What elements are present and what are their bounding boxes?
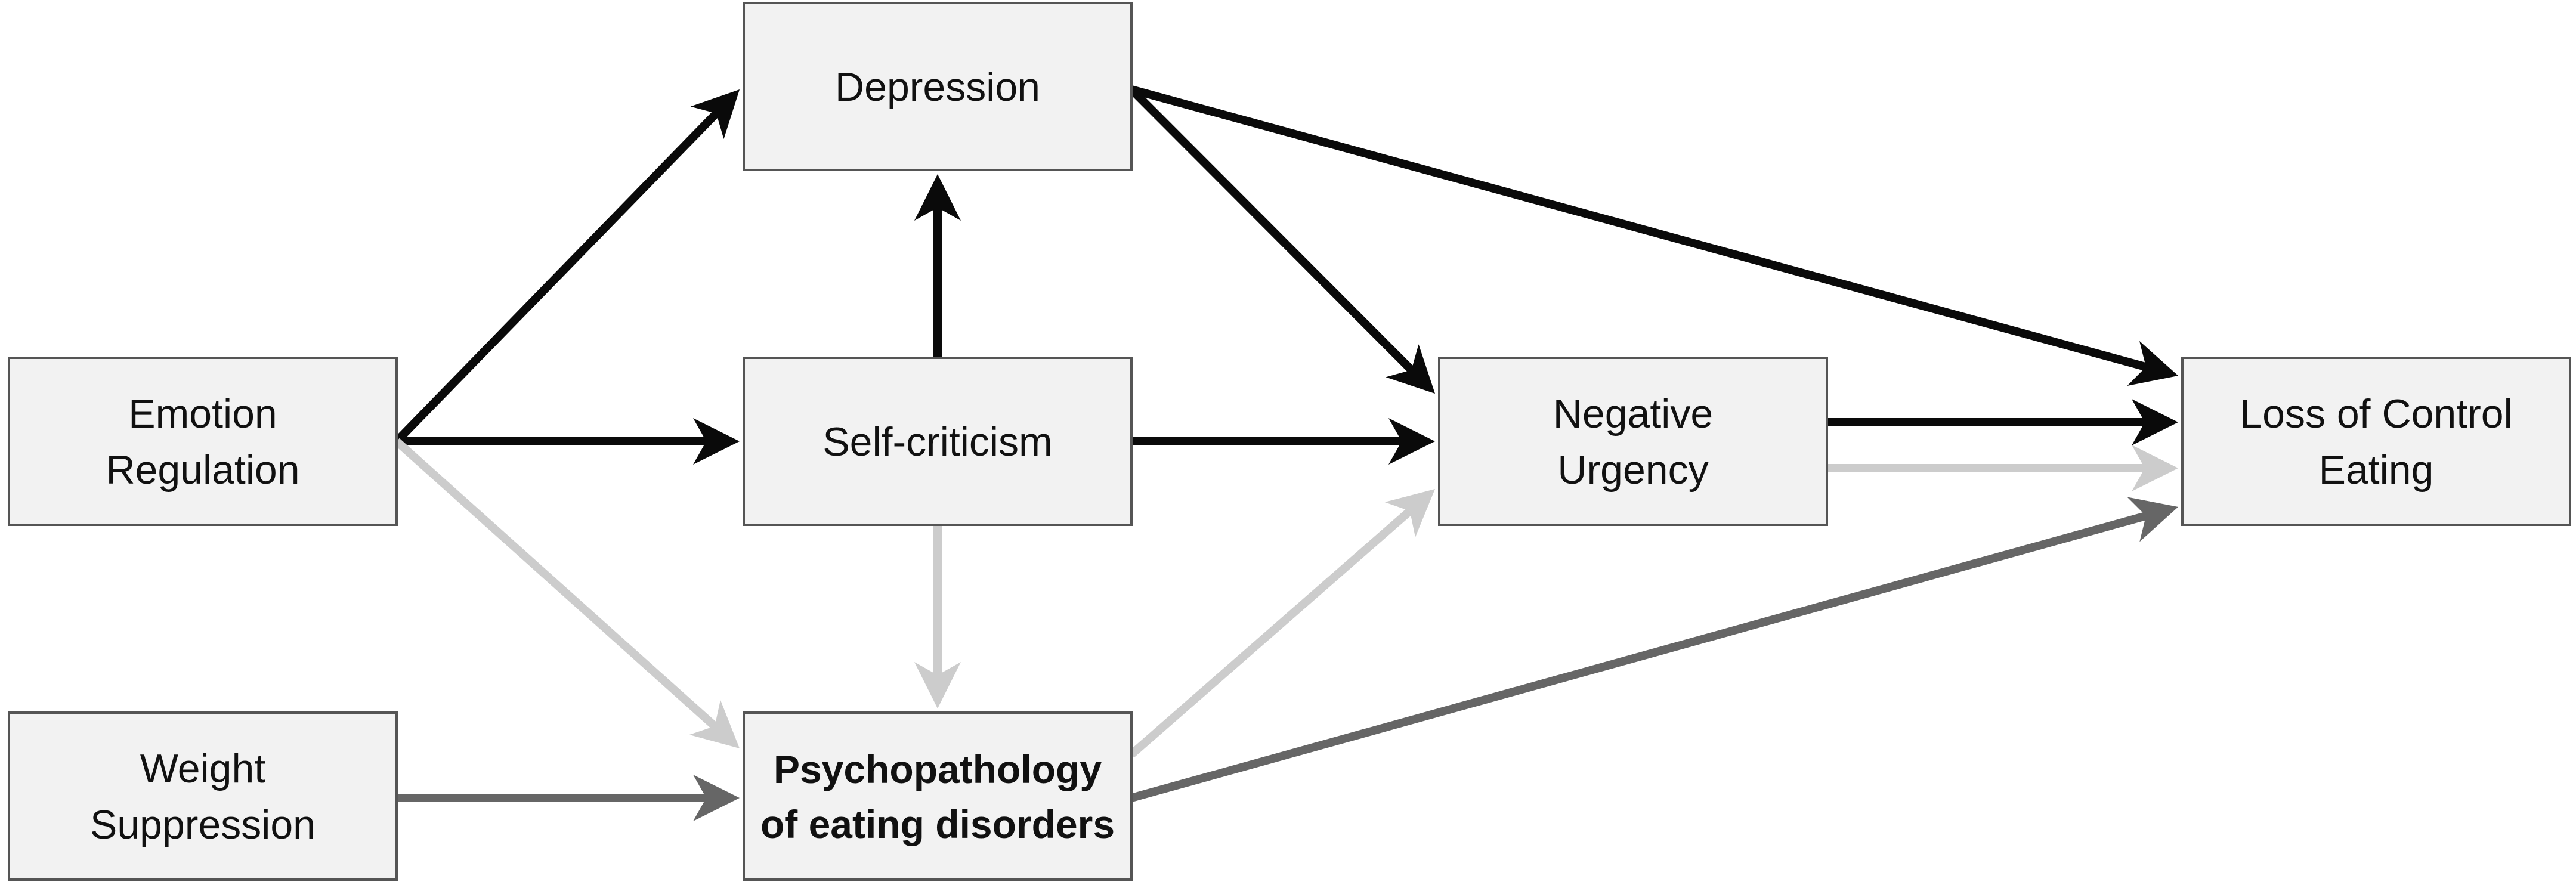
arrowhead-icon bbox=[2127, 341, 2178, 386]
arrowhead-icon bbox=[914, 662, 961, 708]
arrowhead-icon bbox=[2132, 445, 2178, 491]
edge-line bbox=[394, 438, 718, 729]
edge-self-criticism-to-negative-urgency bbox=[1131, 418, 1435, 465]
node-box bbox=[8, 711, 398, 881]
edge-self-criticism-to-psychopathology bbox=[914, 525, 961, 708]
node-box bbox=[743, 357, 1133, 526]
edge-depression-to-negative-urgency bbox=[1128, 86, 1435, 394]
edge-psychopathology-to-negative-urgency bbox=[1128, 489, 1435, 758]
node-label: Loss of Control bbox=[2240, 391, 2512, 437]
node-label: Depression bbox=[835, 64, 1040, 110]
node-box bbox=[743, 711, 1133, 881]
edge-line bbox=[1128, 508, 1413, 758]
edge-depression-to-loss-of-control-eating bbox=[1130, 85, 2178, 386]
arrowhead-icon bbox=[693, 775, 740, 821]
node-depression: Depression bbox=[743, 2, 1133, 171]
arrowhead-icon bbox=[1384, 489, 1435, 537]
edge-psychopathology-to-loss-of-control-eating bbox=[1130, 497, 2178, 802]
node-label: of eating disorders bbox=[760, 802, 1115, 846]
edge-emotion-regulation-to-depression bbox=[393, 89, 740, 444]
edge-line bbox=[393, 110, 719, 444]
node-box bbox=[743, 2, 1133, 171]
edge-self-criticism-to-depression bbox=[914, 174, 961, 358]
edge-weight-suppression-to-psychopathology bbox=[397, 775, 740, 821]
node-label: Negative bbox=[1553, 391, 1713, 437]
edge-line bbox=[1130, 512, 2147, 802]
arrowhead-icon bbox=[693, 418, 740, 465]
arrowhead-icon bbox=[1386, 344, 1435, 394]
edge-emotion-regulation-to-self-criticism bbox=[397, 418, 740, 465]
edge-negative-urgency-to-loss-of-control-eating bbox=[1827, 445, 2178, 491]
node-label: Suppression bbox=[90, 802, 316, 847]
arrowhead-icon bbox=[690, 89, 740, 140]
node-label: Urgency bbox=[1557, 447, 1708, 493]
edge-negative-urgency-to-loss-of-control-eating bbox=[1827, 399, 2178, 445]
node-label: Self-criticism bbox=[822, 419, 1052, 465]
node-psychopathology: Psychopathology of eating disorders bbox=[743, 711, 1133, 881]
arrowhead-icon bbox=[2127, 497, 2178, 542]
edge-emotion-regulation-to-psychopathology bbox=[394, 438, 740, 748]
node-box bbox=[8, 357, 398, 526]
edges-layer bbox=[393, 85, 2178, 821]
node-label: Psychopathology bbox=[774, 747, 1102, 791]
node-label: Weight bbox=[140, 746, 266, 791]
node-box bbox=[2181, 357, 2571, 526]
arrowhead-icon bbox=[914, 174, 961, 221]
arrowhead-icon bbox=[1388, 418, 1435, 465]
edge-line bbox=[1128, 86, 1415, 373]
node-label: Eating bbox=[2319, 447, 2434, 493]
node-self-criticism: Self-criticism bbox=[743, 357, 1133, 526]
node-label: Emotion bbox=[128, 391, 277, 437]
arrowhead-icon bbox=[2132, 399, 2178, 445]
node-box bbox=[1438, 357, 1828, 526]
edge-line bbox=[1130, 85, 2147, 371]
node-label: Regulation bbox=[106, 447, 299, 493]
arrowhead-icon bbox=[689, 700, 740, 748]
